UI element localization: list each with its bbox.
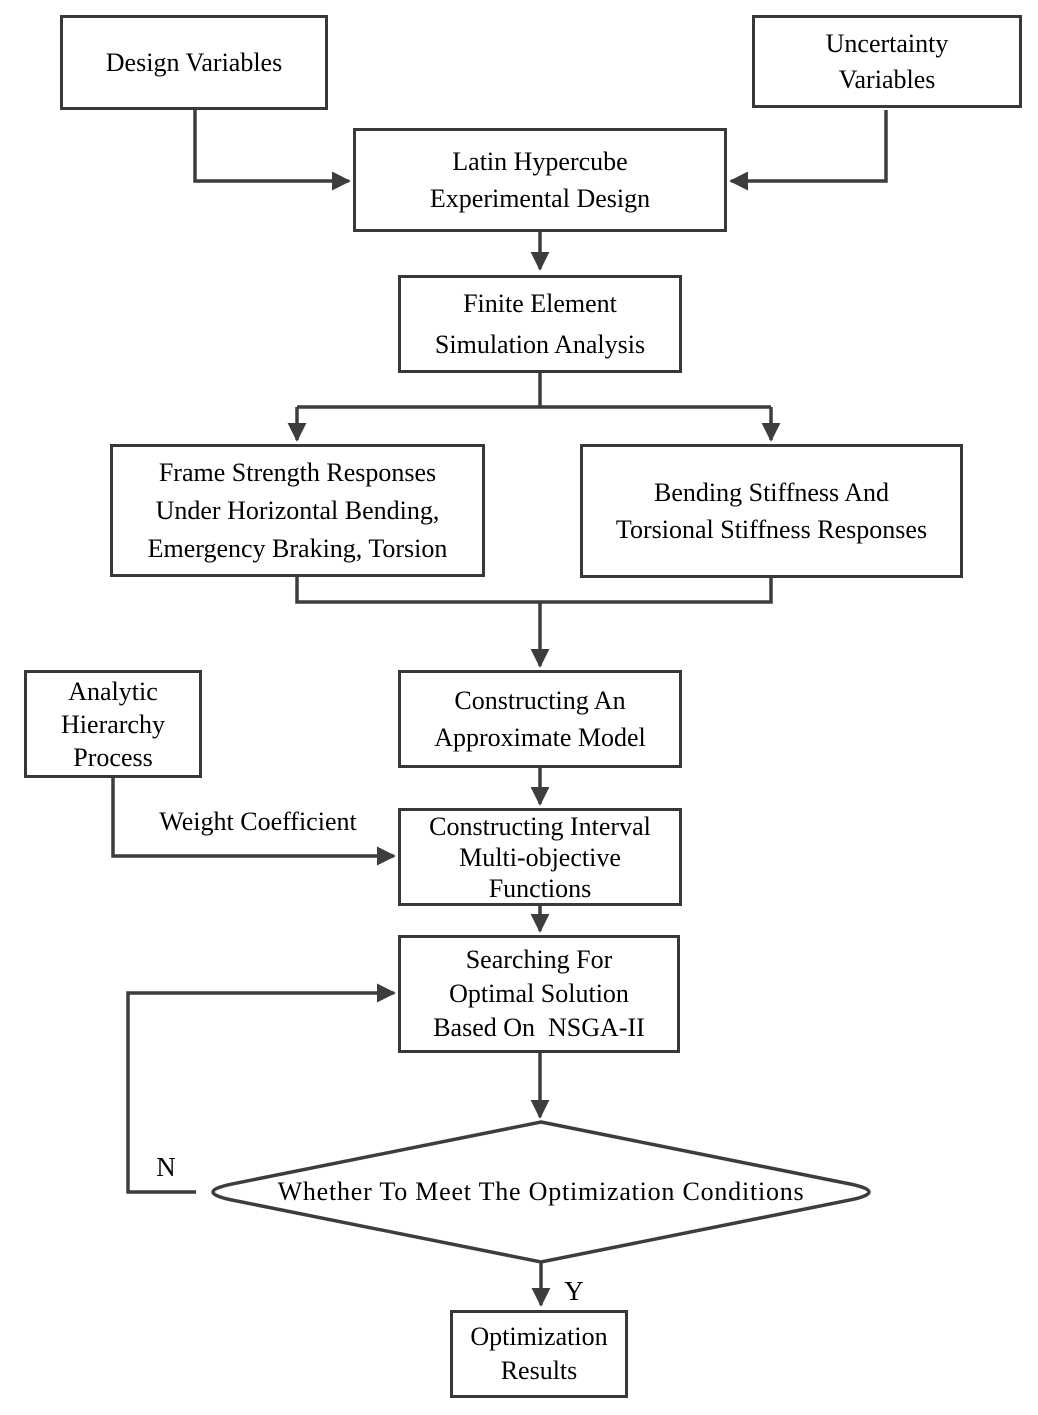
node-label: Torsional Stiffness Responses — [615, 515, 928, 544]
edge-uncertainty-to-latin — [729, 110, 888, 191]
node-label: Searching For — [465, 945, 613, 974]
node-label: Experimental Design — [429, 184, 651, 213]
node-label: Analytic — [68, 676, 158, 706]
node-label: Uncertainty — [825, 28, 949, 58]
node-label: Results — [500, 1356, 578, 1385]
node-label: Constructing Interval — [429, 811, 651, 841]
edge-responses-merge-bar — [295, 577, 773, 604]
node-design-variables: Design Variables — [60, 15, 328, 110]
node-label: Under Horizontal Bending, — [155, 495, 440, 525]
node-label: Constructing An — [454, 686, 626, 715]
node-label: Bending Stiffness And — [654, 478, 889, 507]
node-latin-hypercube: Latin Hypercube Experimental Design — [353, 128, 727, 232]
edge-finite-split-bar — [297, 373, 771, 409]
node-label: Hierarchy — [61, 709, 165, 739]
node-label: Optimization — [470, 1322, 608, 1351]
node-approximate-model: Constructing An Approximate Model — [398, 670, 682, 768]
node-label: Finite Element — [463, 289, 617, 318]
node-frame-strength-responses: Frame Strength Responses Under Horizonta… — [110, 444, 485, 577]
node-label: Design Variables — [105, 47, 283, 77]
node-label: Optimal Solution — [449, 979, 629, 1008]
edge-label-no: N — [156, 1151, 176, 1182]
edge-label-weight-coefficient: Weight Coefficient — [159, 807, 357, 836]
node-label: Variables — [838, 64, 936, 94]
node-label: Approximate Model — [434, 723, 646, 752]
node-label: Emergency Braking, Torsion — [147, 533, 448, 563]
node-searching-nsga2: Searching For Optimal Solution Based On … — [398, 935, 680, 1053]
node-label: Latin Hypercube — [452, 147, 628, 176]
node-interval-multiobjective-functions: Constructing Interval Multi-objective Fu… — [398, 808, 682, 906]
node-label: Based On NSGA-II — [433, 1013, 645, 1042]
node-finite-element: Finite Element Simulation Analysis — [398, 275, 682, 373]
node-uncertainty-variables: Uncertainty Variables — [752, 15, 1022, 108]
node-decision-label: Whether To Meet The Optimization Conditi… — [277, 1177, 805, 1206]
node-analytic-hierarchy-process: Analytic Hierarchy Process — [24, 670, 202, 778]
edge-label-yes: Y — [564, 1275, 584, 1306]
node-optimization-results: Optimization Results — [450, 1310, 628, 1398]
node-label: Frame Strength Responses — [158, 457, 437, 487]
node-label: Simulation Analysis — [434, 330, 646, 359]
edge-design-to-latin — [193, 110, 351, 191]
node-label: Process — [73, 742, 153, 772]
node-stiffness-responses: Bending Stiffness And Torsional Stiffnes… — [580, 444, 963, 578]
node-label: Functions — [488, 873, 592, 903]
node-label: Multi-objective — [459, 842, 621, 872]
